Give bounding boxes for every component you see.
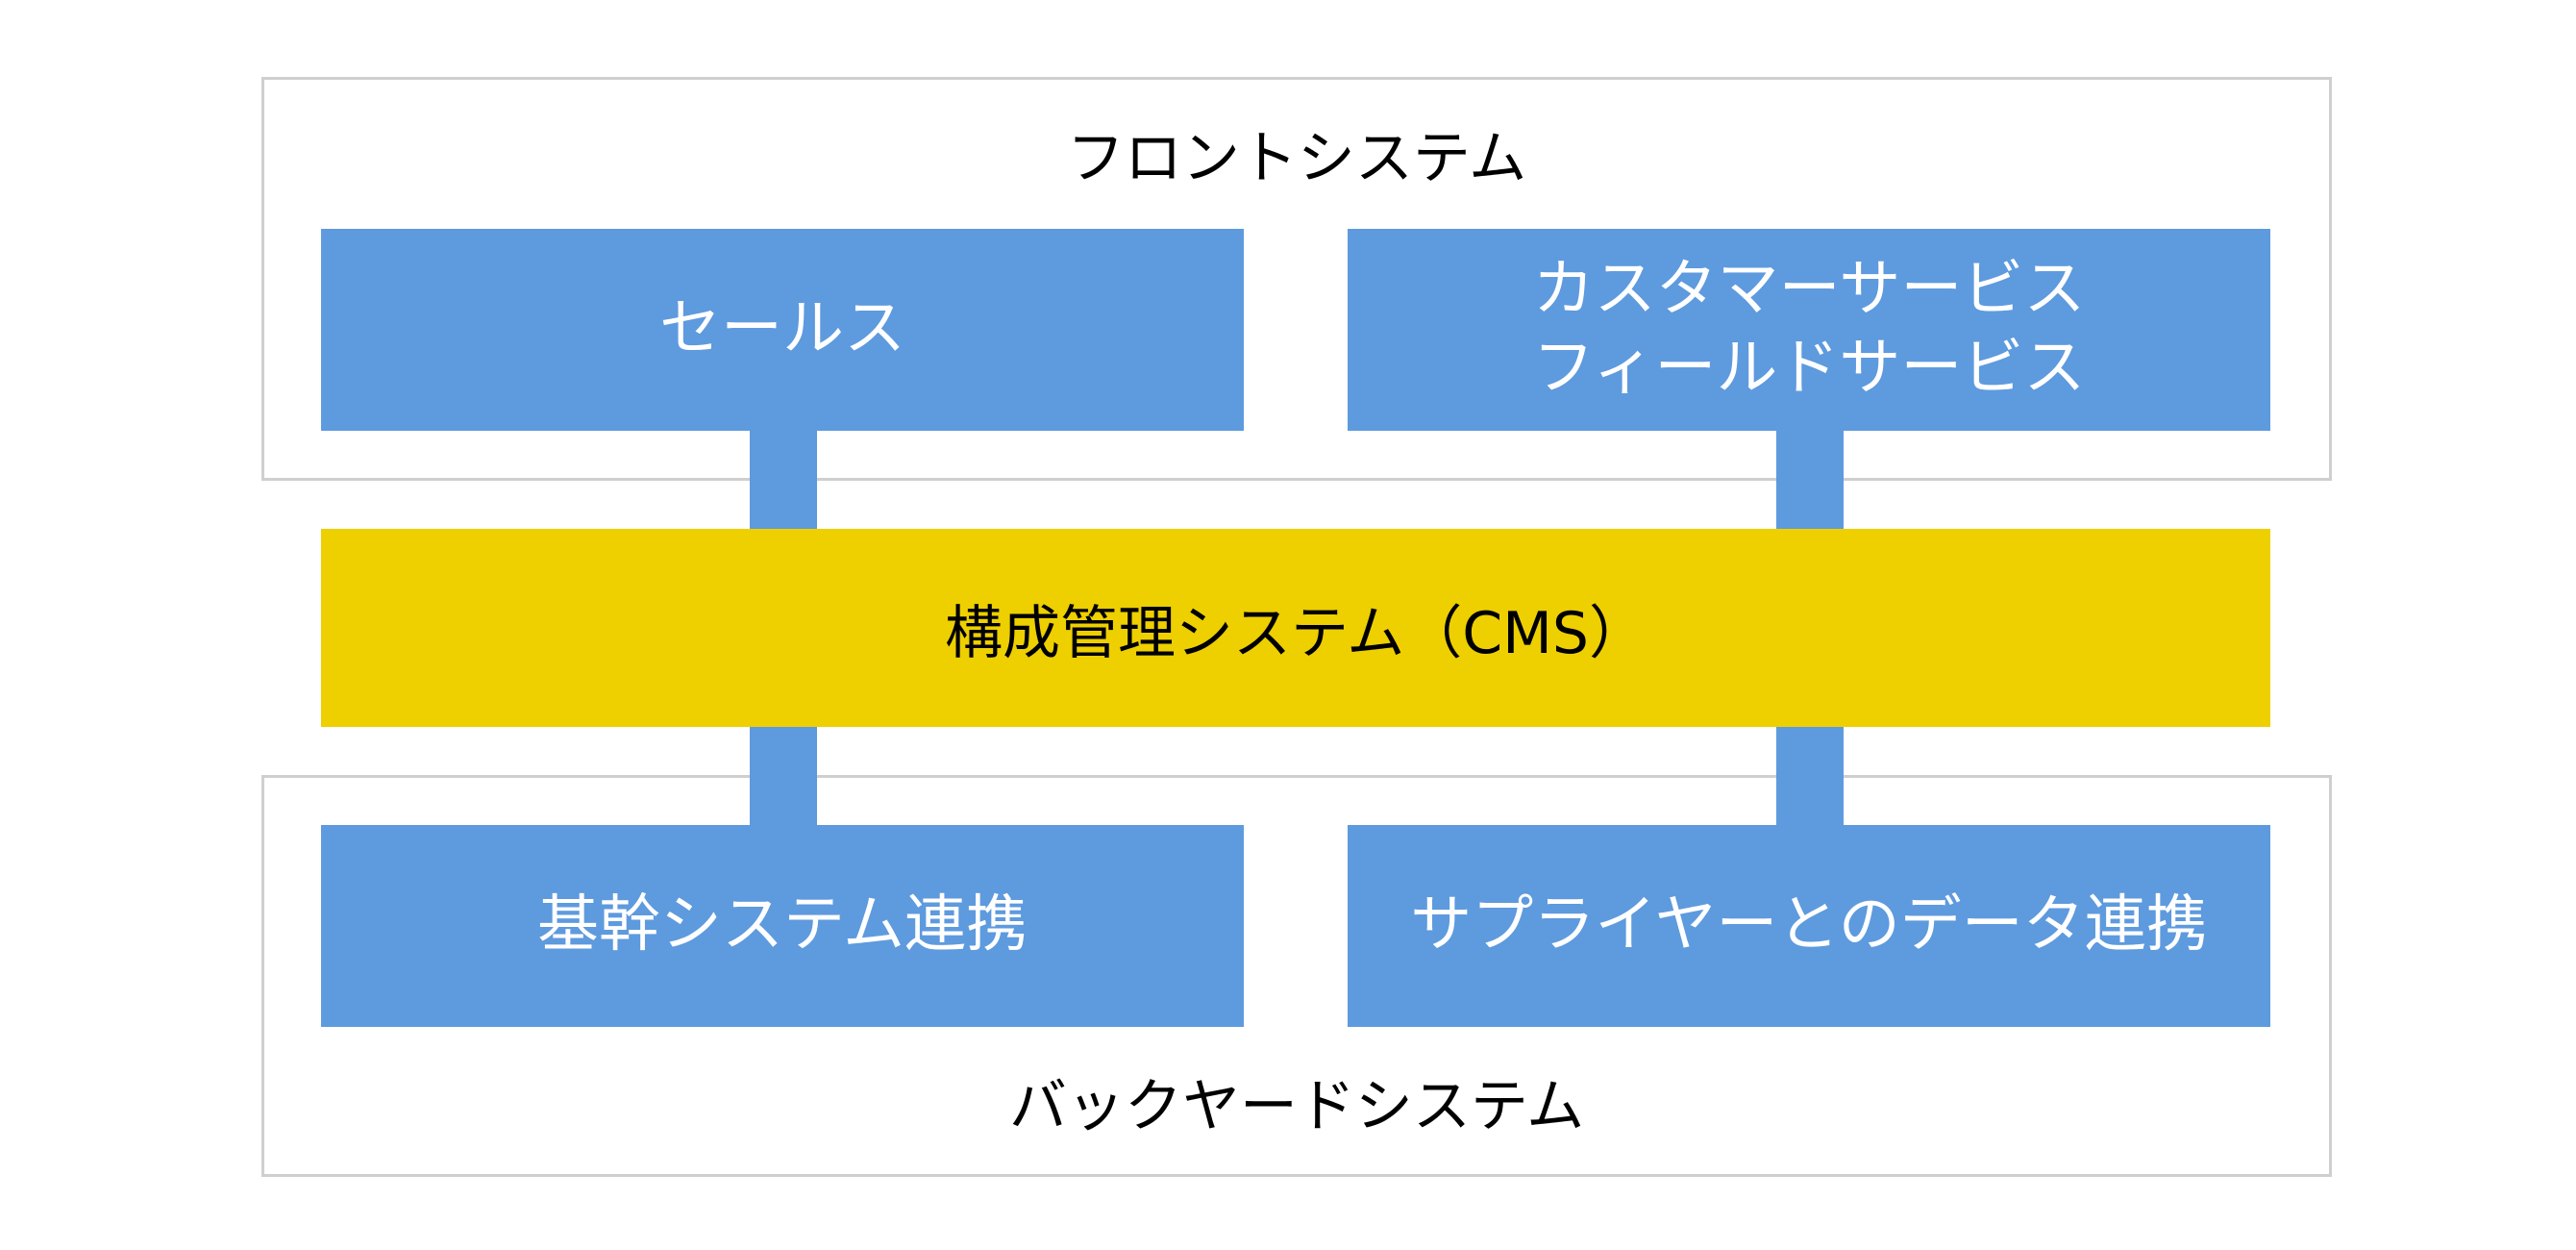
service-box: カスタマーサービス フィールドサービス [1348, 229, 2270, 431]
backyard-system-title: バックヤードシステム [1008, 1073, 1585, 1140]
sales-box: セールス [321, 229, 1244, 431]
supplier-integration-box: サプライヤーとのデータ連携 [1348, 825, 2270, 1027]
connector-service-to-cms [1776, 431, 1844, 531]
core-integration-label: 基幹システム連携 [536, 889, 1028, 962]
customer-service-label: カスタマーサービス [1532, 254, 2086, 326]
connector-cms-to-supplier [1776, 725, 1844, 825]
cms-box: 構成管理システム（CMS） [321, 529, 2270, 727]
supplier-integration-label: サプライヤーとのデータ連携 [1410, 889, 2208, 962]
field-service-label: フィールドサービス [1532, 333, 2086, 404]
front-system-title: フロントシステム [1066, 125, 1527, 192]
core-integration-box: 基幹システム連携 [321, 825, 1244, 1027]
sales-label: セールス [659, 293, 905, 365]
connector-cms-to-core-integration [750, 725, 817, 825]
cms-label: 構成管理システム（CMS） [945, 599, 1647, 667]
connector-sales-to-cms [750, 431, 817, 531]
